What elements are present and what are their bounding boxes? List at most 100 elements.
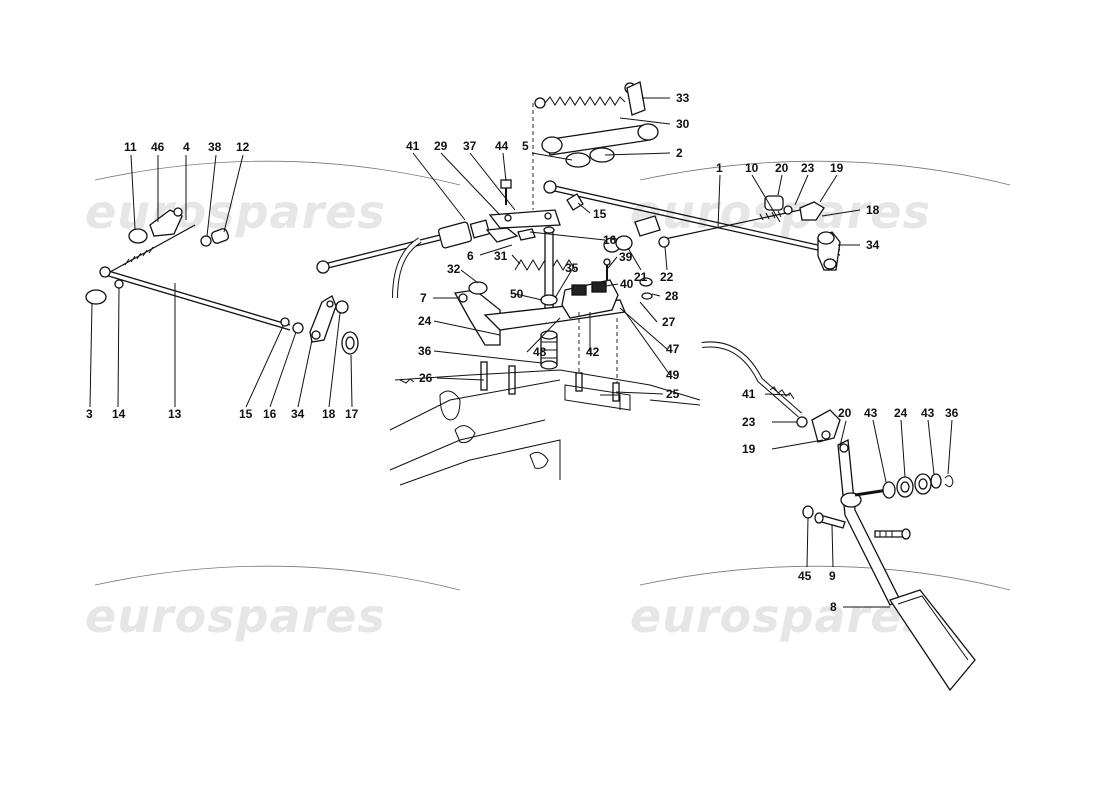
callout-15-center: 15: [593, 207, 607, 221]
callout-28: 28: [665, 289, 679, 303]
callout-39: 39: [619, 250, 633, 264]
watermark-bottom-right: eurospares: [630, 589, 931, 643]
callout-4: 4: [183, 140, 190, 154]
callout-38: 38: [208, 140, 222, 154]
callout-labels: 3 14 13 15 16 34 18 17 11 46 4 38 12 41 …: [86, 91, 959, 614]
callout-43-b: 43: [921, 406, 935, 420]
callout-27: 27: [662, 315, 676, 329]
callout-23-pedal: 23: [742, 415, 756, 429]
clip-36: [944, 475, 954, 488]
nut-23-pedal: [796, 416, 808, 428]
bush-18: [335, 300, 349, 314]
watermark-bottom-left: eurospares: [85, 589, 386, 643]
nut-12: [210, 228, 230, 244]
bush-43-b: [930, 473, 942, 489]
threaded-rod-10: [659, 209, 801, 241]
callout-50: 50: [510, 287, 524, 301]
washer-38: [200, 235, 212, 247]
callout-12: 12: [236, 140, 250, 154]
callout-9: 9: [829, 569, 836, 583]
ball-joint-46: [149, 209, 183, 237]
callout-19-pedal: 19: [742, 442, 756, 456]
nut-45: [802, 505, 814, 519]
callout-2: 2: [676, 146, 683, 160]
callout-30: 30: [676, 117, 690, 131]
throttle-linkage-assembly: [316, 81, 841, 311]
pedal-leaders: [764, 393, 953, 608]
callout-40: 40: [620, 277, 634, 291]
callout-23: 23: [801, 161, 815, 175]
callout-32: 32: [447, 262, 461, 276]
spring-30: [544, 96, 626, 106]
callout-29: 29: [434, 139, 448, 153]
callout-48: 48: [533, 345, 547, 359]
callout-8: 8: [830, 600, 837, 614]
watermark-group: eurospares eurospares eurospares eurospa…: [85, 160, 1011, 643]
callout-11: 11: [124, 140, 137, 154]
callout-16: 16: [263, 407, 277, 421]
callout-42: 42: [586, 345, 600, 359]
washer-50: [540, 294, 558, 306]
joint-19: [799, 201, 825, 221]
callout-25: 25: [666, 387, 680, 401]
callout-34: 34: [291, 407, 305, 421]
nut-14: [114, 279, 124, 289]
lever-6: [485, 227, 519, 243]
callout-6: 6: [467, 249, 474, 263]
callout-13: 13: [168, 407, 182, 421]
fitting-16: [517, 228, 536, 241]
callout-20: 20: [775, 161, 789, 175]
washer-15: [280, 317, 290, 327]
callout-22: 22: [660, 270, 674, 284]
bush-11: [128, 228, 148, 244]
bush-43-a: [882, 481, 896, 499]
watermark-top-left: eurospares: [85, 185, 386, 239]
callout-47: 47: [666, 342, 680, 356]
ball-joint-20: [764, 195, 784, 211]
callout-7: 7: [420, 291, 427, 305]
callout-49: 49: [666, 368, 680, 382]
callout-18: 18: [322, 407, 336, 421]
callout-21: 21: [634, 270, 648, 284]
stud-26: [480, 361, 488, 391]
callout-45: 45: [798, 569, 812, 583]
nut-28: [639, 277, 653, 287]
left-linkage-assembly: [85, 207, 359, 355]
callout-36: 36: [418, 344, 432, 358]
callout-16-center: 16: [603, 233, 617, 247]
washer-16: [292, 322, 304, 334]
cam-32: [468, 281, 488, 295]
callout-18-right: 18: [866, 203, 880, 217]
fitting-15: [566, 193, 584, 211]
callout-5: 5: [522, 139, 529, 153]
callout-19: 19: [830, 161, 844, 175]
rod-1-end: [543, 180, 557, 194]
rod-end-cap: [99, 266, 111, 278]
callout-41-pedal: 41: [742, 387, 756, 401]
callout-44: 44: [495, 139, 509, 153]
bolt-44: [500, 179, 512, 189]
callout-34-right: 34: [866, 238, 880, 252]
callout-43-a: 43: [864, 406, 878, 420]
callout-20-pedal: 20: [838, 406, 852, 420]
left-leaders: [89, 154, 353, 408]
bracket-33: [626, 81, 646, 116]
callout-24: 24: [418, 314, 432, 328]
callout-37: 37: [463, 139, 477, 153]
callout-15: 15: [239, 407, 253, 421]
nut-23: [783, 205, 793, 215]
callout-10: 10: [745, 161, 759, 175]
callout-35: 35: [565, 261, 579, 275]
center-leaders: [412, 97, 861, 395]
pedal-pad-8: [888, 589, 976, 692]
cable-end-41: [437, 221, 473, 249]
callout-31: 31: [494, 249, 508, 263]
callout-41: 41: [406, 139, 420, 153]
callout-24-pedal: 24: [894, 406, 908, 420]
callout-46: 46: [151, 140, 165, 154]
callout-1: 1: [716, 161, 723, 175]
callout-14: 14: [112, 407, 126, 421]
callout-3: 3: [86, 407, 93, 421]
